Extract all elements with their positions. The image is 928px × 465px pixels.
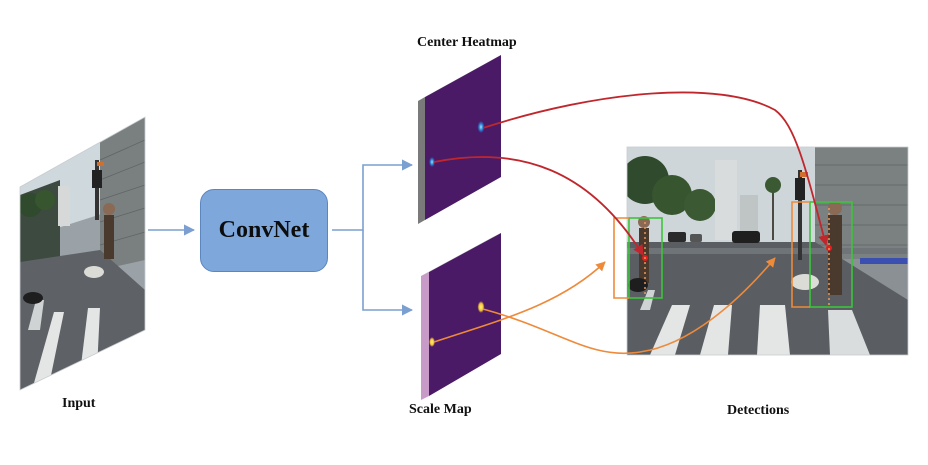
scale-peak-left <box>429 337 435 347</box>
convnet-to-scale-arrow <box>362 230 414 316</box>
convnet-block: ConvNet <box>200 189 328 272</box>
scale-link-left <box>433 261 606 343</box>
scale-bracket-right <box>791 201 810 308</box>
convnet-to-maps-arrow <box>332 159 414 231</box>
scale-map-label: Scale Map <box>409 402 472 417</box>
center-link-top <box>482 91 829 247</box>
scale-map-panel <box>421 233 501 400</box>
detections-label: Detections <box>727 403 790 418</box>
center-peak-left <box>429 157 435 167</box>
input-image <box>20 117 145 390</box>
convnet-label: ConvNet <box>218 217 310 243</box>
scale-peak-top <box>477 301 485 313</box>
center-peak-top <box>477 121 485 133</box>
detection-box-left <box>628 217 663 299</box>
detections-image <box>627 147 908 355</box>
scale-link-top <box>482 257 776 355</box>
center-link-left <box>433 156 644 256</box>
center-heatmap-label: Center Heatmap <box>417 35 517 50</box>
scale-bracket-left <box>613 217 629 299</box>
detection-box-right <box>809 201 853 308</box>
center-heatmap-panel <box>418 55 501 224</box>
input-label: Input <box>62 396 96 411</box>
